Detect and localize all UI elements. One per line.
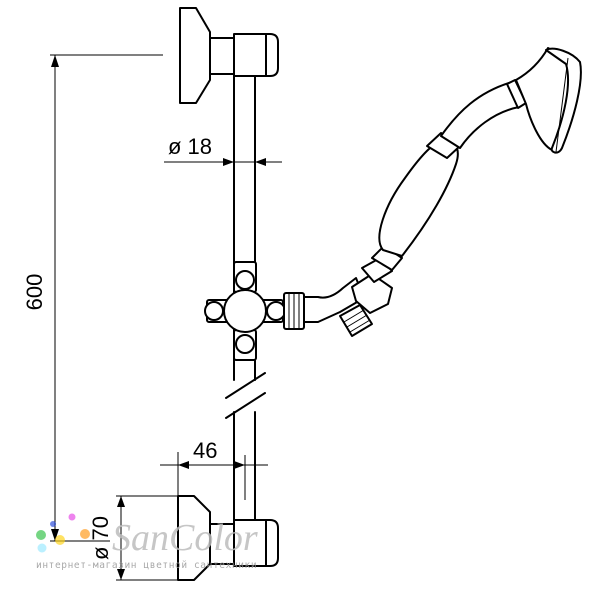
flange-diameter-dimension: ø 70	[88, 495, 178, 581]
top-wall-bracket	[179, 7, 279, 104]
watermark-dot	[55, 535, 65, 545]
brand-name: SanColor	[112, 517, 258, 559]
bottom-wall-bracket	[177, 495, 279, 581]
watermark-dot	[80, 529, 90, 539]
rod-diameter-dimension: ø 18	[164, 134, 282, 166]
rod-diameter-label: ø 18	[168, 134, 212, 159]
watermark-dot	[50, 521, 56, 527]
watermark-dot	[37, 543, 47, 553]
color-dots-icon	[36, 513, 90, 553]
slider-cross-knob	[204, 261, 286, 361]
watermark-dot	[36, 530, 46, 540]
watermark-dot	[68, 513, 76, 521]
hand-shower	[339, 47, 582, 337]
projection-dimension: 46	[160, 438, 268, 500]
brand-tagline: интернет-магазин цветной сантехники	[36, 560, 257, 571]
height-dimension-label: 600	[22, 274, 47, 311]
flange-diameter-label: ø 70	[88, 516, 113, 560]
projection-label: 46	[193, 438, 217, 463]
brand-watermark: SanColor интернет-магазин цветной сантех…	[36, 513, 258, 571]
height-dimension: 600	[22, 54, 163, 542]
hand-shower-holder	[283, 277, 365, 330]
